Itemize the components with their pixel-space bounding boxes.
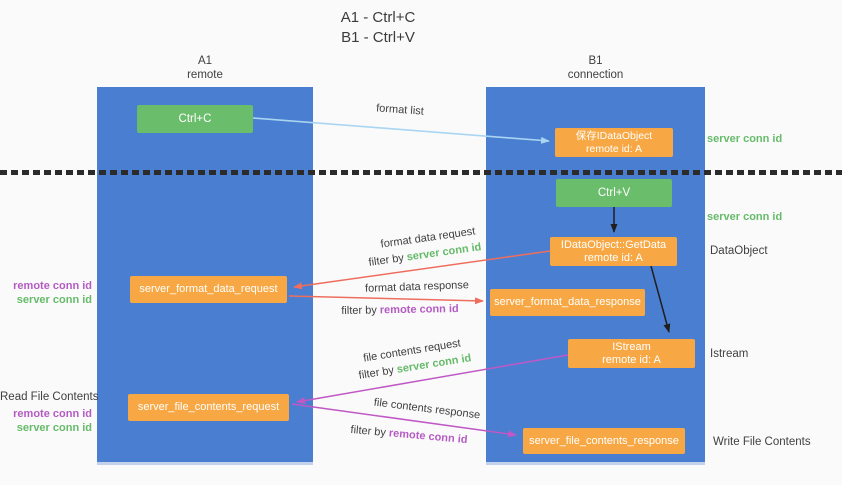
node-save-dataobject: 保存IDataObject remote id: A <box>555 128 673 157</box>
diagram-title: A1 - Ctrl+C B1 - Ctrl+V <box>278 8 478 48</box>
getdata-line1: IDataObject::GetData <box>560 238 667 251</box>
label-istream-side: Istream <box>710 348 749 360</box>
arrow-format-data-response <box>288 295 484 305</box>
column-b-header: B1 connection <box>486 54 705 82</box>
column-a-name: remote <box>187 69 223 81</box>
column-a-header: A1 remote <box>97 54 313 82</box>
arrow-format-data-request <box>293 250 551 290</box>
node-server-file-contents-request: server_file_contents_request <box>128 394 289 421</box>
server-file-contents-response-label: server_file_contents_response <box>529 434 679 447</box>
node-getdata: IDataObject::GetData remote id: A <box>550 237 677 266</box>
remote-conn-id-text: remote conn id <box>379 302 459 317</box>
node-ctrl-v: Ctrl+V <box>556 179 672 207</box>
column-a-id: A1 <box>197 55 213 67</box>
ctrl-v-label: Ctrl+V <box>597 186 631 199</box>
label-server-conn-id-1: server conn id <box>16 294 92 306</box>
server-file-contents-request-label: server_file_contents_request <box>137 401 280 413</box>
node-ctrl-c: Ctrl+C <box>137 105 253 133</box>
arrow-format-list <box>252 117 550 144</box>
title-line-1: A1 - Ctrl+C <box>340 9 416 26</box>
server-format-data-response-label: server_format_data_response <box>494 296 641 308</box>
istream-line1: IStream <box>612 340 651 353</box>
label-server-conn-id-top: server conn id <box>707 133 783 145</box>
label-server-conn-id-mid: server conn id <box>707 211 783 223</box>
dotted-separator <box>0 170 842 175</box>
server-format-data-request-label: server_format_data_request <box>139 283 278 295</box>
label-filter-by-remote-conn-id-1: filter by remote conn id <box>335 303 465 317</box>
arrow-file-contents-request <box>296 354 569 405</box>
label-write-file-contents: Write File Contents <box>713 436 811 448</box>
node-server-format-data-request: server_format_data_request <box>130 276 287 303</box>
filter-by-text: filter by <box>341 304 377 318</box>
left-conn-id-group-1: remote conn id server conn id <box>0 279 92 307</box>
label-server-conn-id-2: server conn id <box>16 422 92 434</box>
save-dataobject-line1: 保存IDataObject <box>575 129 653 142</box>
save-dataobject-line2: remote id: A <box>585 142 643 155</box>
column-b-name: connection <box>567 69 624 81</box>
istream-line2: remote id: A <box>602 353 661 366</box>
node-server-file-contents-response: server_file_contents_response <box>523 428 685 454</box>
arrow-getdata-to-istream <box>650 265 671 333</box>
node-istream: IStream remote id: A <box>568 339 695 368</box>
left-conn-id-group-2: remote conn id server conn id <box>0 407 92 435</box>
arrow-file-contents-response <box>291 403 517 438</box>
label-remote-conn-id-2: remote conn id <box>13 408 92 420</box>
title-line-2: B1 - Ctrl+V <box>341 29 415 46</box>
label-read-file-contents: Read File Contents <box>0 391 99 403</box>
node-server-format-data-response: server_format_data_response <box>490 289 645 316</box>
ctrl-c-label: Ctrl+C <box>178 112 212 125</box>
label-dataobject: DataObject <box>710 245 768 257</box>
column-b-id: B1 <box>588 55 603 67</box>
label-remote-conn-id-1: remote conn id <box>13 280 92 292</box>
getdata-line2: remote id: A <box>584 251 643 264</box>
